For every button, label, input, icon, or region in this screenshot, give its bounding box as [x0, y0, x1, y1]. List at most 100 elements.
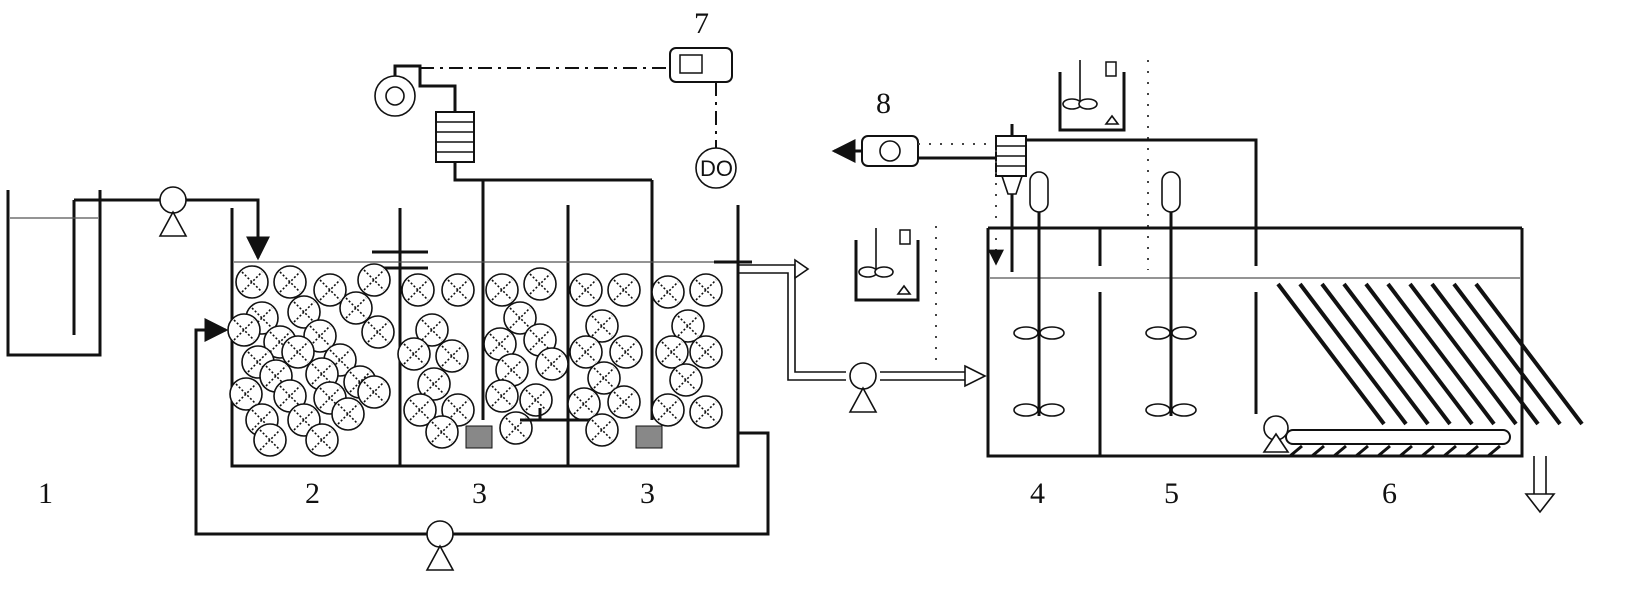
label-do-probe: DO [700, 156, 733, 181]
do-probe [695, 147, 740, 262]
carrier-ball [651, 393, 685, 427]
carrier-ball [339, 291, 373, 325]
carrier-ball [229, 377, 263, 411]
settler-plate [1320, 282, 1430, 426]
settler-plate [1276, 282, 1386, 426]
carrier-ball [495, 353, 529, 387]
air-flowmeter [435, 111, 475, 163]
suspended-carrier-media [227, 263, 723, 457]
settler-plate [1474, 282, 1584, 426]
label-aerobic-zone-a: 3 [472, 477, 487, 510]
hopper-slope [1289, 444, 1303, 458]
carrier-ball [361, 315, 395, 349]
carrier-ball [609, 335, 643, 369]
air-main-pipe [453, 162, 483, 182]
carrier-ball [401, 273, 435, 307]
recycle-line [194, 318, 770, 536]
raw-water-tank [6, 190, 102, 357]
dosing-tank-a [854, 228, 920, 302]
carrier-ball [535, 347, 569, 381]
hopper-slope [1311, 444, 1325, 458]
aeration-diffuser [465, 425, 663, 449]
hopper-slope [1487, 444, 1501, 458]
carrier-ball [415, 313, 449, 347]
sludge-hopper [1289, 444, 1501, 458]
hopper-slope [1377, 444, 1391, 458]
air-blower [374, 64, 457, 117]
carrier-ball [357, 375, 391, 409]
carrier-ball [689, 395, 723, 429]
label-coagulation-tank: 4 [1030, 477, 1045, 510]
settler-plate [1298, 282, 1408, 426]
carrier-ball [417, 367, 451, 401]
carrier-ball [671, 309, 705, 343]
settler-plate [1342, 282, 1452, 426]
label-aerobic-zone-b: 3 [640, 477, 655, 510]
inclined-tube-settler [1276, 282, 1584, 426]
label-fan: 8 [876, 87, 891, 120]
carrier-ball [569, 335, 603, 369]
internal-pipe [520, 408, 588, 422]
carrier-ball [651, 275, 685, 309]
carrier-ball [503, 301, 537, 335]
carrier-ball [587, 361, 621, 395]
carrier-ball [689, 335, 723, 369]
carrier-ball [235, 265, 269, 299]
carrier-ball [273, 265, 307, 299]
carrier-ball [287, 295, 321, 329]
carrier-ball [403, 393, 437, 427]
carrier-ball [441, 273, 475, 307]
carrier-ball [313, 273, 347, 307]
feed-pump [158, 186, 188, 237]
carrier-ball [523, 267, 557, 301]
recycle-pump [425, 520, 455, 571]
carrier-ball [607, 273, 641, 307]
carrier-ball [425, 415, 459, 449]
label-controller: 7 [694, 7, 709, 40]
do-controller [669, 47, 733, 83]
carrier-ball [499, 411, 533, 445]
carrier-ball [357, 263, 391, 297]
hopper-slope [1421, 444, 1435, 458]
carrier-ball [569, 273, 603, 307]
transfer-line [714, 258, 987, 388]
label-flocculation-tank: 5 [1164, 477, 1179, 510]
settler-plate [1386, 282, 1496, 426]
exhaust-fan [831, 135, 996, 167]
settler-plate [1430, 282, 1540, 426]
label-sedimentation-tank: 6 [1382, 477, 1397, 510]
settler-plate [1364, 282, 1474, 426]
carrier-ball [607, 385, 641, 419]
hopper-slope [1399, 444, 1413, 458]
sludge-collector [1262, 415, 1511, 453]
mixer-unit-4 [1013, 171, 1065, 417]
carrier-ball [281, 335, 315, 369]
carrier-ball [435, 339, 469, 373]
return-flowmeter [988, 124, 1258, 272]
hopper-slope [1355, 444, 1369, 458]
carrier-ball [655, 335, 689, 369]
carrier-ball [669, 363, 703, 397]
transfer-pump [848, 362, 878, 413]
carrier-ball [397, 337, 431, 371]
dosing-tank-b [1058, 60, 1126, 132]
settler-plate [1452, 282, 1562, 426]
carrier-ball [227, 313, 261, 347]
carrier-ball [331, 397, 365, 431]
label-anoxic-zone: 2 [305, 477, 320, 510]
carrier-ball [253, 423, 287, 457]
label-raw-water-tank: 1 [38, 477, 53, 510]
hopper-slope [1333, 444, 1347, 458]
hopper-slope [1443, 444, 1457, 458]
carrier-ball [485, 379, 519, 413]
carrier-ball [305, 423, 339, 457]
settler-plate [1408, 282, 1518, 426]
feed-line [74, 198, 270, 261]
mixer-unit-5 [1145, 171, 1197, 417]
hopper-slope [1465, 444, 1479, 458]
carrier-ball [689, 273, 723, 307]
carrier-ball [585, 413, 619, 447]
treatment-basin [986, 226, 1524, 458]
carrier-ball [519, 383, 553, 417]
